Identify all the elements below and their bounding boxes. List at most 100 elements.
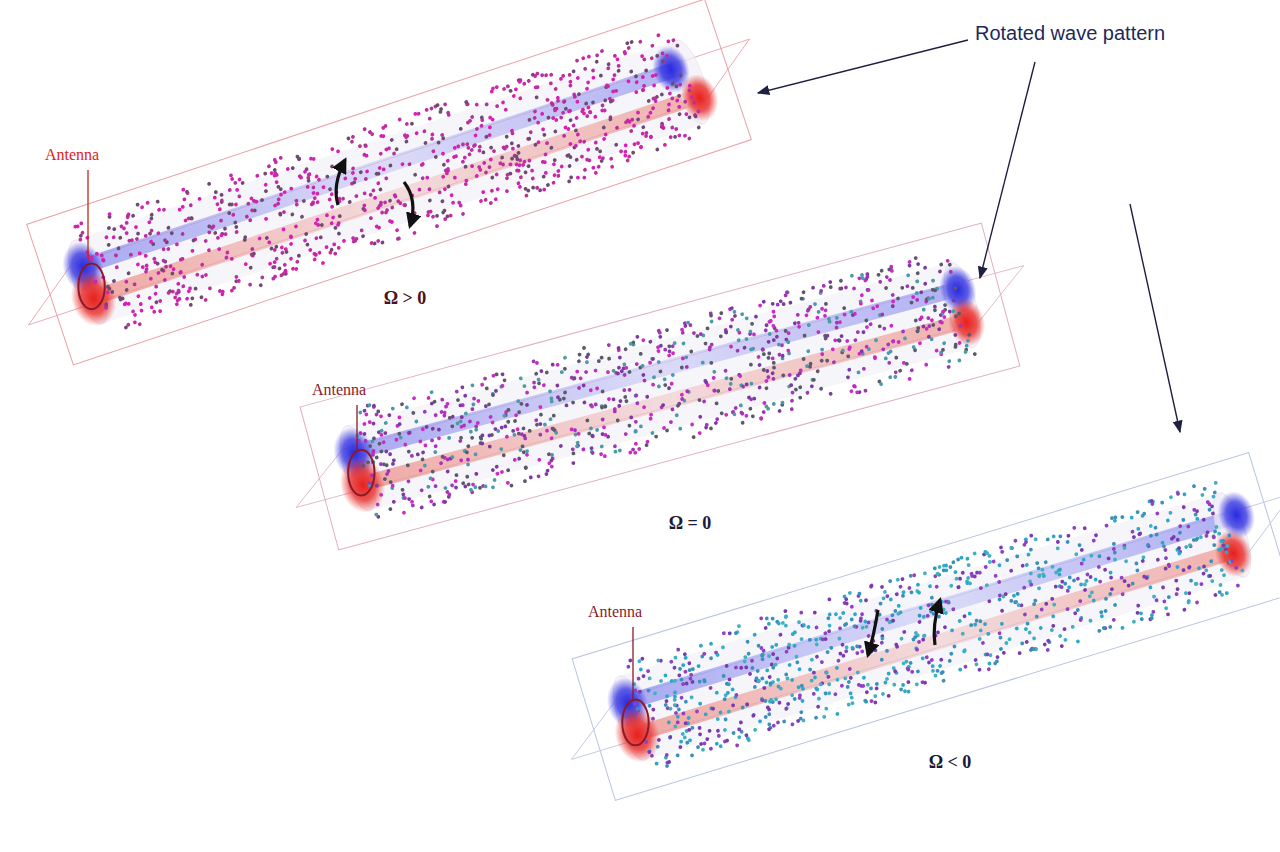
particle — [437, 427, 442, 432]
particle — [626, 79, 631, 84]
particle — [465, 450, 470, 455]
particle — [489, 188, 494, 193]
particle — [379, 414, 384, 419]
particle — [844, 285, 849, 290]
particle — [1187, 565, 1192, 570]
particle — [443, 102, 448, 107]
particle — [609, 156, 614, 161]
particle — [576, 432, 581, 437]
particle — [516, 151, 521, 156]
particle — [416, 111, 421, 116]
particle — [454, 154, 459, 159]
particle — [176, 288, 181, 293]
particle — [499, 447, 504, 452]
particle — [575, 132, 580, 137]
particle — [656, 33, 661, 38]
particle — [986, 631, 991, 636]
particle — [674, 127, 679, 132]
particle — [825, 358, 830, 363]
particle — [234, 274, 239, 279]
particle — [467, 152, 472, 157]
particle — [615, 125, 620, 130]
particle — [297, 157, 302, 162]
particle — [798, 371, 803, 376]
particle — [281, 227, 286, 232]
particle — [739, 403, 744, 408]
particle — [566, 127, 571, 132]
particle — [135, 202, 140, 207]
particle — [856, 370, 861, 375]
particle — [813, 302, 818, 307]
particle — [764, 323, 769, 328]
particle — [767, 320, 772, 325]
particle — [500, 372, 505, 377]
particle — [552, 173, 557, 178]
particle — [250, 208, 255, 213]
particle — [553, 129, 558, 134]
particle — [283, 270, 288, 275]
particle — [687, 88, 692, 93]
particle — [793, 321, 798, 326]
particle — [918, 341, 923, 346]
particle — [888, 375, 893, 380]
particle — [494, 464, 499, 469]
particle — [775, 302, 780, 307]
particle — [263, 171, 268, 176]
particle — [219, 218, 224, 223]
particle — [404, 135, 409, 140]
wave-stripe — [91, 90, 698, 305]
particle — [450, 414, 455, 419]
particle — [658, 335, 663, 340]
particle — [798, 395, 803, 400]
particle — [461, 142, 466, 147]
particle — [632, 123, 637, 128]
particle — [623, 51, 628, 56]
particle — [801, 357, 806, 362]
particle — [1044, 601, 1049, 606]
particle — [78, 237, 83, 242]
particle — [652, 375, 657, 380]
particle — [525, 403, 530, 408]
particle — [460, 159, 465, 164]
particle — [1217, 531, 1222, 536]
particle — [305, 184, 310, 189]
particle — [956, 585, 961, 590]
particle — [542, 383, 547, 388]
particle — [644, 134, 649, 139]
particle — [351, 239, 356, 244]
particle — [136, 231, 141, 236]
particle — [175, 298, 180, 303]
particle — [667, 353, 672, 358]
particle — [629, 415, 634, 420]
particle — [651, 357, 656, 362]
particle — [940, 320, 945, 325]
particle — [957, 341, 962, 346]
particle — [652, 83, 657, 88]
particle — [559, 77, 564, 82]
particle — [822, 715, 827, 720]
particle — [923, 281, 928, 286]
particle — [235, 187, 240, 192]
particle — [648, 134, 653, 139]
particle — [570, 447, 575, 452]
particle — [494, 85, 499, 90]
particle — [501, 100, 506, 105]
particle — [947, 262, 952, 267]
particle — [613, 444, 618, 449]
particle — [625, 41, 630, 46]
particle — [703, 712, 708, 717]
particle — [294, 267, 299, 272]
particle — [924, 655, 929, 660]
particle — [909, 590, 914, 595]
particle — [156, 271, 161, 276]
particle — [902, 361, 907, 366]
particle — [544, 73, 549, 78]
particles — [73, 25, 711, 337]
particle — [398, 201, 403, 206]
particle — [869, 699, 874, 704]
particle — [525, 390, 530, 395]
particle — [662, 377, 667, 382]
particle — [134, 225, 139, 230]
particle — [473, 485, 478, 490]
particle — [327, 197, 332, 202]
